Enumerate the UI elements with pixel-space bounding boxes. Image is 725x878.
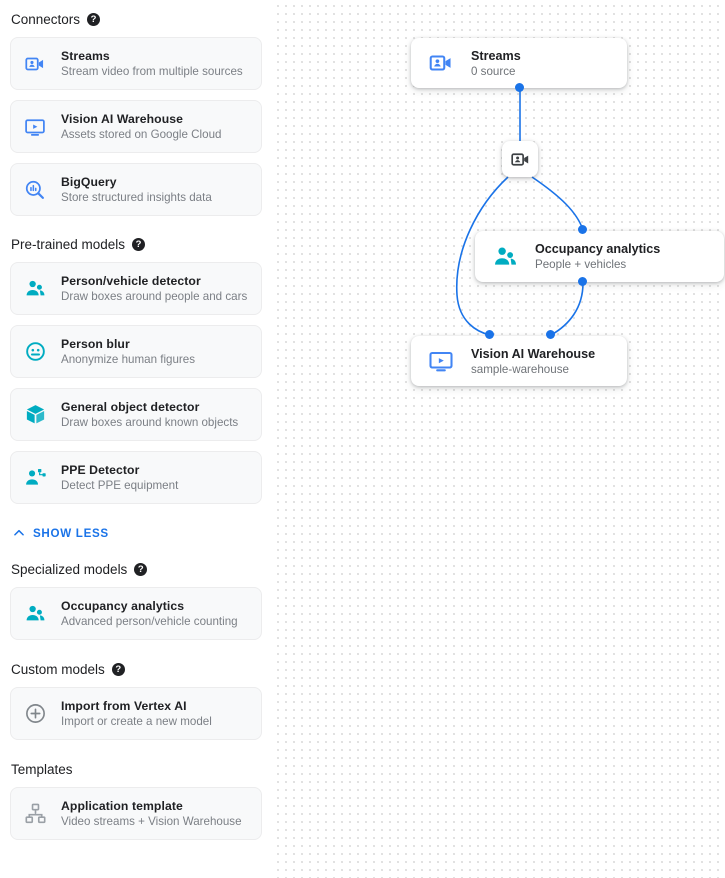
graph-badge-video-camera[interactable] (502, 141, 538, 177)
item-title: Person blur (61, 337, 130, 351)
sidebar-item-ppe-detector[interactable]: PPE Detector Detect PPE equipment (10, 451, 262, 504)
bigquery-search-icon (23, 178, 47, 202)
ppe-person-icon (23, 466, 47, 490)
monitor-play-icon (427, 347, 455, 375)
item-title: Import from Vertex AI (61, 699, 187, 713)
sidebar-item-vision-ai-warehouse[interactable]: Vision AI Warehouse Assets stored on Goo… (10, 100, 262, 153)
item-title: Streams (61, 49, 110, 63)
sidebar-item-import-from-vertex-ai[interactable]: Import from Vertex AI Import or create a… (10, 687, 262, 740)
port-warehouse-input-right[interactable] (546, 330, 555, 339)
port-occupancy-output[interactable] (578, 277, 587, 286)
node-title: Occupancy analytics (535, 242, 661, 256)
component-sidebar: Connectors ? Streams Stream video from m… (0, 0, 272, 878)
item-title: Vision AI Warehouse (61, 112, 183, 126)
port-streams-output[interactable] (515, 83, 524, 92)
section-title: Specialized models (11, 562, 128, 577)
hierarchy-icon (23, 802, 47, 826)
cube-icon (23, 403, 47, 427)
sidebar-item-person-vehicle-detector[interactable]: Person/vehicle detector Draw boxes aroun… (10, 262, 262, 315)
sidebar-item-streams[interactable]: Streams Stream video from multiple sourc… (10, 37, 262, 90)
monitor-play-icon (23, 115, 47, 139)
item-title: PPE Detector (61, 463, 140, 477)
people-icon (23, 602, 47, 626)
people-icon (23, 277, 47, 301)
item-title: Occupancy analytics (61, 599, 185, 613)
graph-canvas[interactable]: Streams 0 source (272, 0, 725, 878)
section-header-templates: Templates (10, 762, 262, 777)
section-title: Pre-trained models (11, 237, 126, 252)
item-subtitle: Draw boxes around known objects (61, 416, 239, 429)
section-title: Custom models (11, 662, 105, 677)
section-title: Connectors (11, 12, 81, 27)
help-icon[interactable]: ? (111, 663, 125, 676)
video-camera-icon (510, 152, 528, 166)
help-icon[interactable]: ? (134, 563, 148, 576)
item-subtitle: Import or create a new model (61, 715, 212, 728)
video-camera-icon (23, 52, 47, 76)
show-less-label: SHOW LESS (33, 526, 109, 540)
plus-circle-icon (23, 702, 47, 726)
node-title: Vision AI Warehouse (471, 346, 596, 361)
item-title: Application template (61, 799, 183, 813)
show-less-button[interactable]: SHOW LESS (10, 526, 262, 540)
node-subtitle: sample-warehouse (471, 362, 569, 376)
item-subtitle: Advanced person/vehicle counting (61, 615, 238, 628)
chevron-up-icon (14, 529, 24, 536)
graph-edges (456, 88, 584, 336)
item-title: BigQuery (61, 175, 117, 189)
section-header-specialized-models: Specialized models ? (10, 562, 262, 577)
help-icon[interactable]: ? (87, 13, 101, 26)
item-subtitle: Stream video from multiple sources (61, 65, 243, 78)
node-vision-ai-warehouse[interactable]: Vision AI Warehouse sample-warehouse (411, 336, 627, 386)
edge-badge-to-occupancy (531, 176, 584, 231)
sidebar-item-general-object-detector[interactable]: General object detector Draw boxes aroun… (10, 388, 262, 441)
item-subtitle: Draw boxes around people and cars (61, 290, 248, 303)
people-icon (491, 243, 519, 271)
section-header-connectors: Connectors ? (10, 12, 262, 27)
node-streams[interactable]: Streams 0 source (411, 38, 627, 88)
node-subtitle: People + vehicles (535, 258, 627, 271)
item-subtitle: Assets stored on Google Cloud (61, 128, 222, 141)
item-subtitle: Video streams + Vision Warehouse (61, 815, 242, 828)
item-subtitle: Store structured insights data (61, 191, 212, 204)
item-subtitle: Anonymize human figures (61, 353, 196, 366)
item-title: General object detector (61, 400, 200, 414)
edge-badge-to-warehouse (456, 176, 509, 336)
help-icon[interactable]: ? (132, 238, 146, 251)
item-title: Person/vehicle detector (61, 274, 201, 288)
face-blur-icon (23, 340, 47, 364)
section-header-pre-trained-models: Pre-trained models ? (10, 237, 262, 252)
port-occupancy-input[interactable] (578, 225, 587, 234)
node-title: Streams (471, 48, 521, 63)
node-occupancy-analytics[interactable]: Occupancy analytics People + vehicles (475, 231, 724, 282)
section-header-custom-models: Custom models ? (10, 662, 262, 677)
video-camera-icon (427, 49, 455, 77)
sidebar-item-application-template[interactable]: Application template Video streams + Vis… (10, 787, 262, 840)
item-subtitle: Detect PPE equipment (61, 479, 179, 492)
sidebar-item-occupancy-analytics[interactable]: Occupancy analytics Advanced person/vehi… (10, 587, 262, 640)
sidebar-item-bigquery[interactable]: BigQuery Store structured insights data (10, 163, 262, 216)
section-title: Templates (11, 762, 73, 777)
port-warehouse-input-left[interactable] (485, 330, 494, 339)
sidebar-item-person-blur[interactable]: Person blur Anonymize human figures (10, 325, 262, 378)
node-subtitle: 0 source (471, 64, 516, 78)
edge-occupancy-to-warehouse (550, 282, 584, 336)
